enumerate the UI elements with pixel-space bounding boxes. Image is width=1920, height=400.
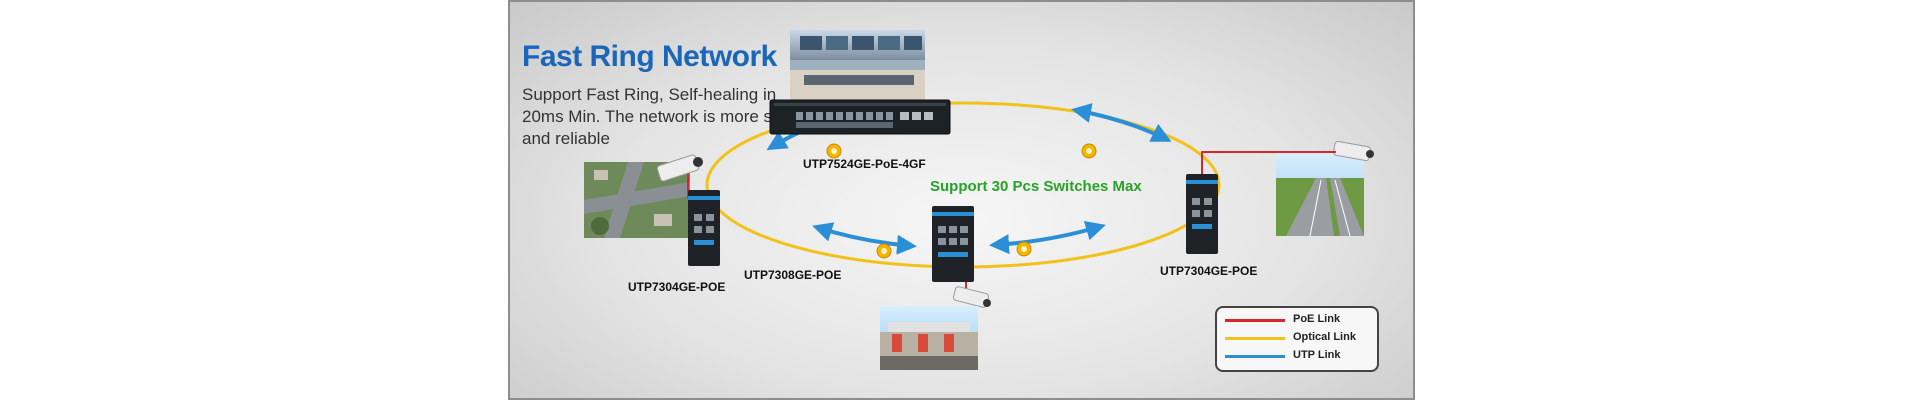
- left-switch-label: UTP7304GE-POE: [628, 280, 726, 294]
- legend-label-optical: Optical Link: [1293, 331, 1356, 343]
- middle-switch-label: UTP7308GE-POE: [744, 268, 842, 282]
- legend-label-utp: UTP Link: [1293, 349, 1341, 361]
- network-switch-icon: [1186, 174, 1218, 254]
- core-switch-label: UTP7524GE-PoE-4GF: [803, 157, 926, 171]
- link-legend: PoE Link Optical Link UTP Link: [1215, 306, 1379, 372]
- banner-bottom-border: [508, 398, 1415, 400]
- banner-left-border: [508, 0, 510, 400]
- ip-camera-icon: [952, 286, 991, 308]
- network-switch-icon: [688, 190, 720, 266]
- feature-description: Support Fast Ring, Self-healing in 20ms …: [522, 85, 809, 148]
- right-switch-label: UTP7304GE-POE: [1160, 264, 1258, 278]
- legend-swatch-optical: [1225, 337, 1285, 340]
- ip-camera-icon: [656, 154, 703, 182]
- ring-topology-diagram: [584, 30, 1374, 370]
- fiber-module-icon: [826, 143, 842, 159]
- capacity-note: Support 30 Pcs Switches Max: [930, 178, 1142, 195]
- legend-row-utp: UTP Link: [1225, 349, 1373, 363]
- legend-swatch-utp: [1225, 355, 1285, 358]
- banner-right-border: [1413, 0, 1415, 400]
- legend-row-optical: Optical Link: [1225, 331, 1373, 345]
- control-room-photo: [790, 30, 925, 105]
- highway-photo: [1276, 152, 1364, 237]
- utp-arrow-core-right: [1071, 103, 1172, 142]
- banner-top-border: [508, 0, 1415, 2]
- legend-swatch-poe: [1225, 319, 1285, 322]
- fiber-module-icon: [1081, 143, 1097, 159]
- fiber-module-icon: [1016, 241, 1032, 257]
- utp-arrow-middle-right: [989, 220, 1106, 255]
- legend-label-poe: PoE Link: [1293, 313, 1341, 325]
- fiber-module-icon: [876, 243, 892, 259]
- fast-ring-banner: Fast Ring Network Support Fast Ring, Sel…: [508, 0, 1415, 400]
- toll-station-photo: [880, 306, 978, 370]
- legend-row-poe: PoE Link: [1225, 313, 1373, 327]
- network-switch-icon: [769, 99, 951, 135]
- page-title: Fast Ring Network: [522, 40, 777, 73]
- utp-arrow-left-middle: [812, 222, 917, 255]
- network-switch-icon: [932, 206, 974, 282]
- ip-camera-icon: [1333, 140, 1374, 162]
